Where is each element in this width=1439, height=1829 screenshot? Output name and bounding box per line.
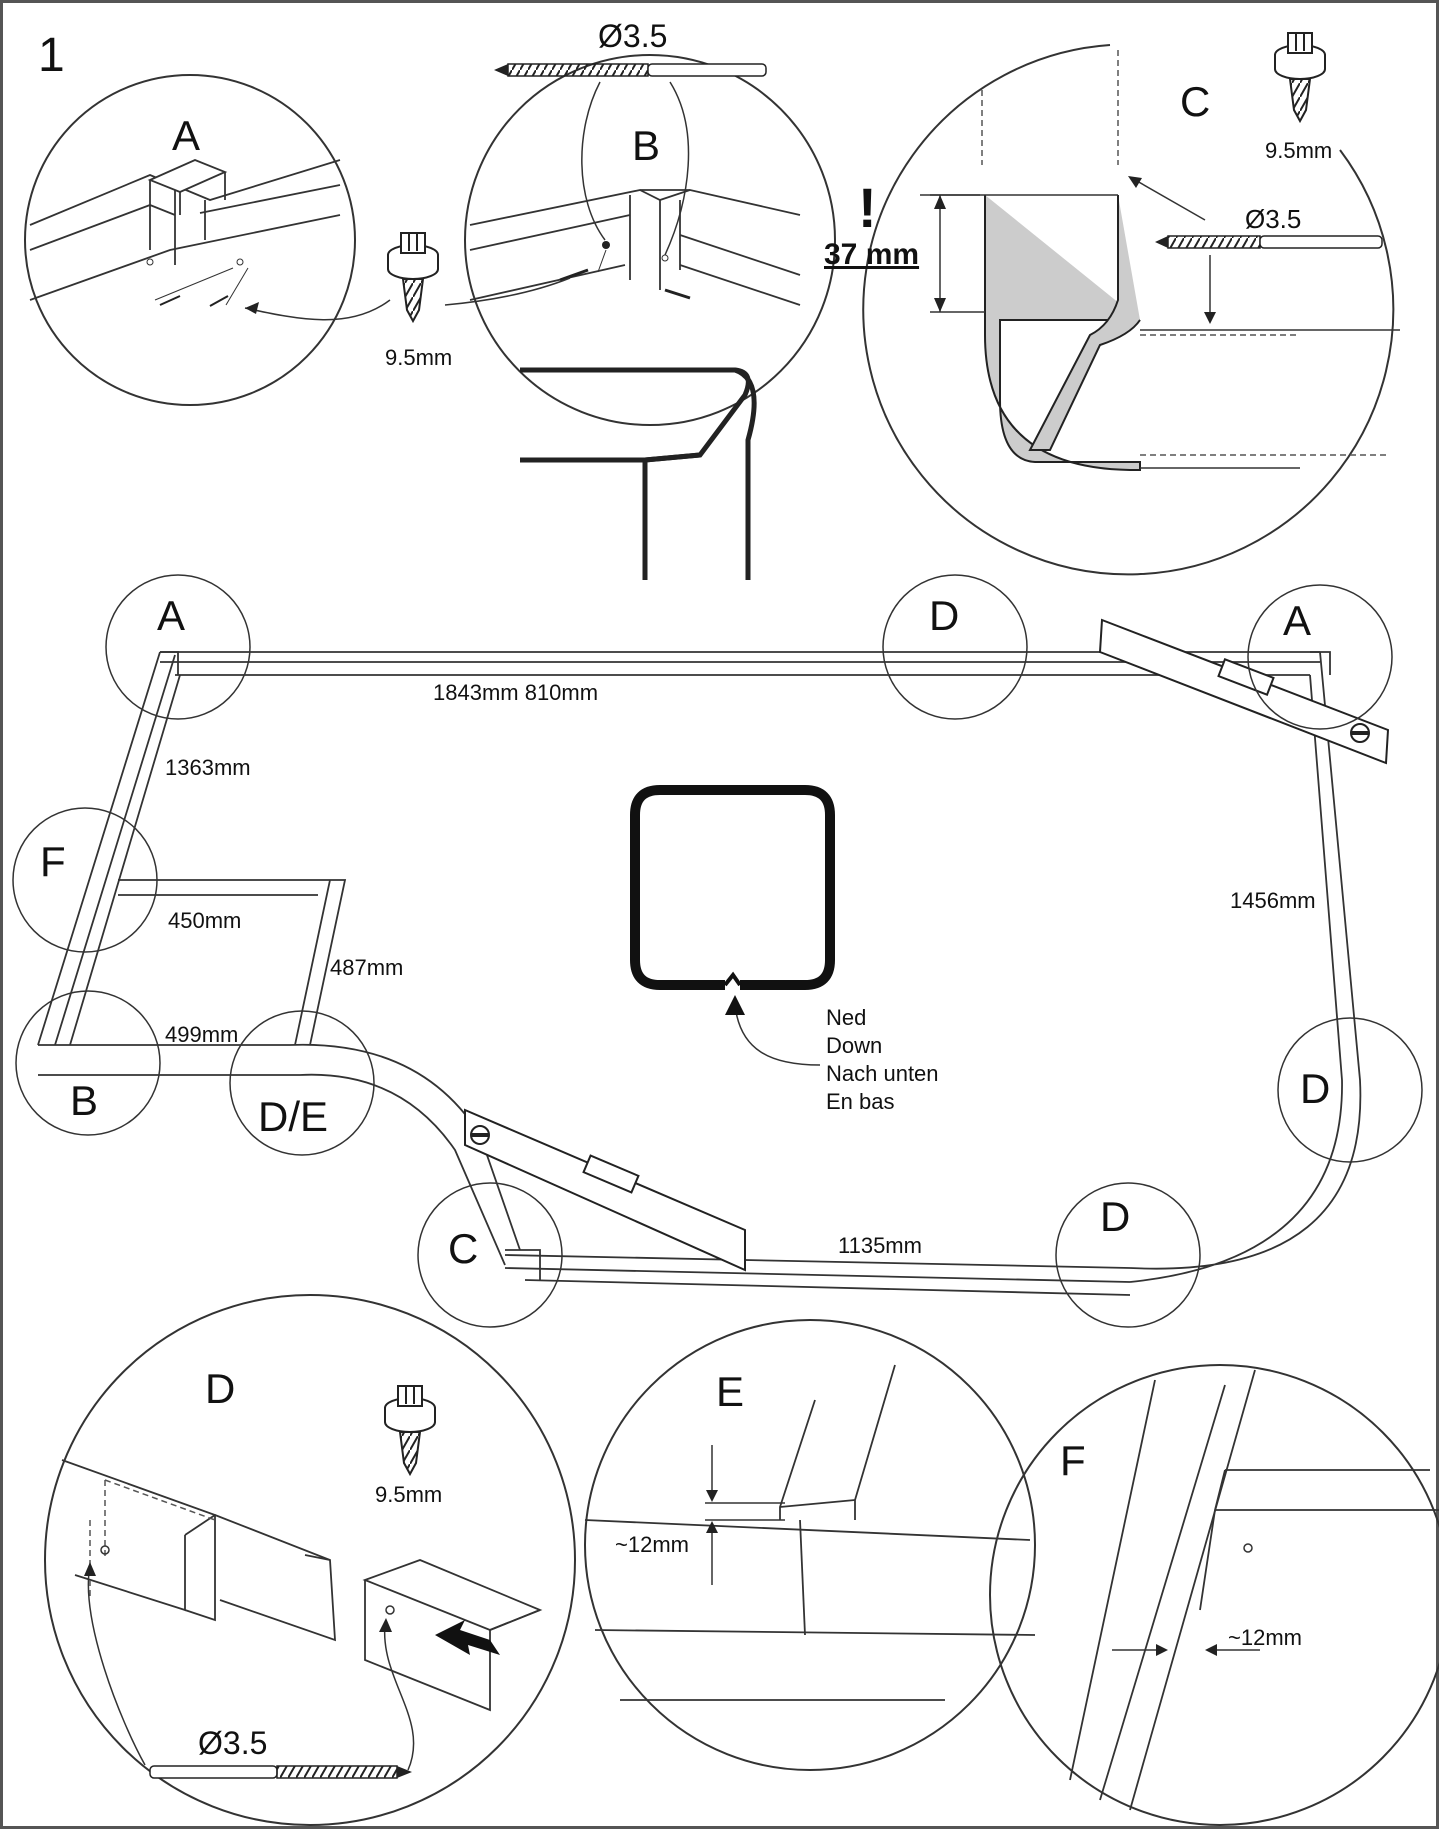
warning-icon: ! [858, 176, 877, 239]
detail-b-letter: B [632, 122, 661, 169]
dimension-inner-side: 487mm [330, 955, 404, 980]
arrow-icon [725, 995, 745, 1015]
dimension-top: 1843mm 810mm [433, 680, 599, 705]
detail-d-screw-diameter: Ø3.5 [198, 1725, 268, 1761]
leader-line [444, 277, 571, 306]
detail-e-gap: ~12mm [615, 1532, 689, 1557]
spirit-level-icon [1098, 618, 1390, 765]
long-screw-icon [149, 1765, 412, 1779]
leader-line [664, 81, 690, 256]
dimension-right: 1456mm [1230, 888, 1316, 913]
frame-label-b: B [70, 1077, 99, 1124]
profile-cross-section [630, 785, 835, 990]
orientation-text-4: En bas [826, 1089, 895, 1114]
callout-circle-d-top [882, 574, 1028, 720]
screw-icon [384, 1385, 436, 1477]
frame-label-a-left: A [157, 592, 186, 639]
orientation-text-1: Ned [826, 1005, 867, 1030]
frame-label-f: F [40, 838, 66, 885]
dimension-inner-top: 450mm [168, 908, 242, 933]
orientation-text-2: Down [826, 1033, 883, 1058]
callout-circle-b [15, 990, 161, 1136]
frame-label-d-top: D [929, 592, 960, 639]
frame-label-c: C [448, 1225, 479, 1272]
callout-circle-de [229, 1010, 375, 1156]
long-screw-icon [1155, 235, 1383, 249]
orientation-text-3: Nach unten [826, 1061, 939, 1086]
corner-profile [520, 367, 757, 580]
detail-c-letter: C [1180, 78, 1211, 125]
detail-d-circle [44, 1294, 576, 1826]
frame-label-d-right: D [1300, 1065, 1331, 1112]
detail-c-screw-diameter: Ø3.5 [1245, 204, 1302, 234]
frame-label-de: D/E [258, 1093, 329, 1140]
callout-circle-f [12, 807, 158, 953]
detail-c-circle [862, 44, 1400, 576]
detail-e-circle [584, 1319, 1036, 1771]
detail-a-screw-size: 9.5mm [385, 345, 453, 370]
detail-b-circle [464, 54, 836, 426]
screw-icon [387, 232, 439, 324]
detail-f-gap: ~12mm [1228, 1625, 1302, 1650]
step-number: 1 [38, 29, 65, 82]
callout-circle-a-right [1247, 584, 1393, 730]
detail-e-letter: E [716, 1368, 745, 1415]
detail-c-gap: 37 mm [824, 238, 920, 271]
detail-f-circle [989, 1364, 1439, 1826]
detail-d-letter: D [205, 1365, 236, 1412]
detail-b-screw-diameter: Ø3.5 [598, 18, 668, 54]
detail-a-letter: A [172, 112, 201, 159]
detail-d-screw-size: 9.5mm [375, 1482, 443, 1507]
dimension-bottom-left: 499mm [165, 1022, 239, 1047]
screw-icon [1274, 32, 1326, 124]
callout-circle-d-bottom [1055, 1182, 1201, 1328]
dimension-bottom: 1135mm [838, 1233, 922, 1258]
leader-line [244, 299, 391, 321]
leader-line [581, 81, 606, 241]
callout-circle-c [417, 1182, 563, 1328]
callout-circle-d-right [1277, 1017, 1423, 1163]
arrow-icon [245, 302, 259, 314]
frame-label-d-bottom: D [1100, 1193, 1131, 1240]
detail-c-screw-size: 9.5mm [1265, 138, 1333, 163]
leader-line [734, 1004, 821, 1066]
frame-label-a-right: A [1283, 597, 1312, 644]
callout-circle-a-left [105, 574, 251, 720]
detail-a-circle [24, 74, 356, 406]
long-screw-icon [494, 63, 767, 77]
detail-f-letter: F [1060, 1437, 1086, 1484]
spirit-level-icon [464, 1108, 746, 1272]
dimension-left: 1363mm [165, 755, 251, 780]
frame-outline [37, 651, 1362, 1296]
